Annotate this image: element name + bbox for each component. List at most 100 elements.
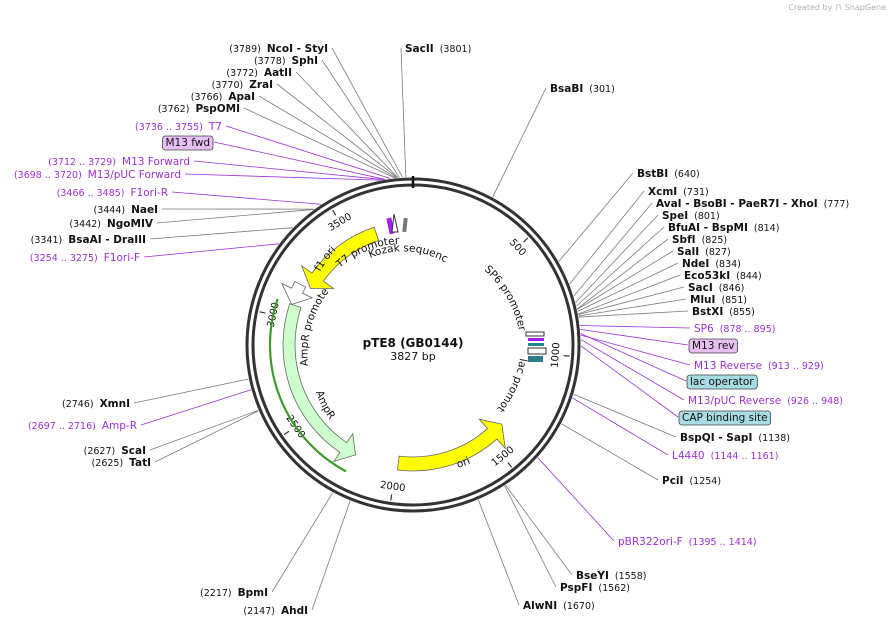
m13rev-name: M13 rev: [692, 340, 735, 352]
avai-name: BsoBI: [693, 198, 726, 210]
svg-text:(2625)TatI: (2625)TatI: [92, 457, 151, 469]
bsabi-label[interactable]: BsaBI(301): [550, 83, 615, 95]
pcii-label[interactable]: PciI(1254): [662, 475, 721, 487]
f1-ori-arc: [300, 226, 380, 289]
bseyi-label[interactable]: BseYI(1558): [576, 570, 646, 582]
lac-operator-mark: [528, 343, 544, 346]
sp6-label[interactable]: SP6(878 .. 895): [694, 323, 775, 335]
sbfi-label[interactable]: SbfI(825): [672, 234, 727, 246]
eco53ki-label[interactable]: Eco53kI(844): [684, 270, 762, 282]
sp6-name: SP6: [694, 323, 714, 335]
ncoi-label[interactable]: (3789)NcoI - StyI: [229, 43, 328, 55]
xcmi-label[interactable]: XcmI(731): [648, 186, 709, 198]
aatii-position: (3772): [226, 68, 258, 79]
m13forward-label[interactable]: (3712 .. 3729) M13 Forward: [48, 156, 190, 168]
lacoperator-label[interactable]: lac operator: [686, 374, 758, 390]
ncoi-position: (3789): [229, 44, 261, 55]
ncoi-name: NcoI: [267, 43, 293, 55]
saci-label[interactable]: SacI(846): [688, 282, 744, 294]
sphi-name: SphI: [292, 55, 318, 67]
bspqi-label[interactable]: BspQI - SapI(1138): [680, 432, 790, 444]
l4440-leader: [572, 397, 669, 456]
tick-mark: [283, 430, 290, 436]
apai-label[interactable]: (3766)ApaI: [191, 91, 255, 103]
capsite-label[interactable]: CAP binding site: [678, 410, 772, 426]
sacii-label[interactable]: SacII(3801): [405, 43, 471, 55]
aatii-label[interactable]: (3772)AatII: [226, 67, 292, 79]
m13reverse-label[interactable]: M13 Reverse(913 .. 929): [694, 360, 824, 372]
sali-label[interactable]: SalI(827): [677, 246, 731, 258]
tati-label[interactable]: (2625)TatI: [92, 457, 151, 469]
mlui-label[interactable]: MluI(851): [690, 294, 747, 306]
ndei-label[interactable]: NdeI(834): [682, 258, 741, 270]
svg-text:SpeI(801): SpeI(801): [662, 210, 720, 222]
sphi-label[interactable]: (3778) SphI: [254, 55, 318, 67]
ori-arc: [396, 418, 506, 472]
m13fwd-label[interactable]: M13 fwd: [162, 135, 214, 151]
bstxi-position: (855): [729, 307, 755, 318]
alwni-label[interactable]: AlwNI(1670): [523, 600, 595, 612]
bfuai-name: BspMI: [712, 222, 748, 234]
svg-text:(3772)AatII: (3772)AatII: [226, 67, 292, 79]
f1orif-label[interactable]: (3254 .. 3275)F1ori-F: [30, 252, 140, 264]
m13pucreverse-label[interactable]: M13/pUC Reverse(926 .. 948): [688, 395, 843, 407]
svg-text:BspQI - SapI(1138): BspQI - SapI(1138): [680, 432, 790, 444]
pspomi-label[interactable]: (3762)PspOMI: [158, 103, 240, 115]
cap-site-mark: [528, 356, 543, 362]
zrai-label[interactable]: (3770)ZraI: [212, 79, 273, 91]
scai-label[interactable]: (2627)ScaI: [84, 445, 146, 457]
mcs-features: [386, 213, 547, 362]
l4440-name: L4440: [672, 450, 705, 462]
t7-name: T7: [208, 121, 222, 133]
ahdi-label[interactable]: (2147)AhdI: [243, 605, 308, 617]
f1orif-leader: [143, 243, 279, 258]
pspfi-label[interactable]: PspFI(1562): [560, 582, 630, 594]
bseyi-leader: [505, 484, 573, 576]
pbr322orif-label[interactable]: pBR322ori-F(1395 .. 1414): [618, 536, 757, 548]
kozak-label: Kozak sequence: [0, 0, 450, 265]
xmni-label[interactable]: (2746)XmnI: [62, 398, 130, 410]
l4440-position: (1144 .. 1161): [711, 451, 779, 462]
bpmi-label[interactable]: (2217)BpmI: [200, 587, 268, 599]
l4440-label[interactable]: L4440 (1144 .. 1161): [672, 450, 778, 462]
tick-label: 1000: [550, 342, 563, 368]
spei-label[interactable]: SpeI(801): [662, 210, 720, 222]
ndei-leader: [577, 262, 679, 312]
ngomiv-label[interactable]: (3442)NgoMIV: [69, 218, 153, 230]
m13rev-leader: [580, 328, 689, 346]
svg-text:(3444)NaeI: (3444)NaeI: [94, 204, 159, 216]
tati-leader: [154, 410, 259, 463]
bsaai-label[interactable]: (3341)BsaAI - DraIII: [31, 234, 146, 246]
m13forward-position: (3712 .. 3729): [48, 157, 116, 168]
svg-text:(2627)ScaI: (2627)ScaI: [84, 445, 146, 457]
apai-name: ApaI: [228, 91, 255, 103]
m13forward-name: M13 Forward: [122, 156, 190, 168]
svg-text:M13 rev: M13 rev: [692, 340, 735, 352]
sali-name: SalI: [677, 246, 699, 258]
kozak-mark: [402, 217, 408, 233]
alwni-position: (1670): [563, 601, 595, 612]
zrai-leader: [276, 83, 398, 179]
f1orir-label[interactable]: (3466 .. 3485)F1ori-R: [57, 187, 168, 199]
nael-label[interactable]: (3444)NaeI: [94, 204, 159, 216]
bfuai-label[interactable]: BfuAI - BspMI(814): [668, 222, 779, 234]
m13pucforward-leader: [184, 173, 381, 181]
eco53ki-leader: [577, 274, 681, 315]
ampr-label[interactable]: (2697 .. 2716)Amp-R: [28, 420, 137, 432]
bstxi-label[interactable]: BstXI(855): [692, 306, 755, 318]
svg-text:(3770)ZraI: (3770)ZraI: [212, 79, 273, 91]
m13pucforward-label[interactable]: (3698 .. 3720)M13/pUC Forward: [14, 169, 181, 181]
plasmid-length: 3827 bp: [390, 350, 435, 363]
avai-label[interactable]: AvaI - BsoBI - PaeR7I - XhoI(777): [656, 198, 849, 210]
bfuai-name: BfuAI: [668, 222, 700, 234]
t7-label[interactable]: (3736 .. 3755)T7: [135, 121, 222, 133]
tati-name: TatI: [129, 457, 151, 469]
m13pucforward-name: M13/pUC Forward: [88, 169, 181, 181]
svg-text:SacI(846): SacI(846): [688, 282, 744, 294]
bstbi-label[interactable]: BstBI(640): [637, 168, 700, 180]
lacoperator-leader: [580, 333, 687, 382]
sphi-position: (3778): [254, 56, 286, 67]
pbr322orif-name: pBR322ori-F: [618, 536, 683, 548]
eco53ki-name: Eco53kI: [684, 270, 730, 282]
m13rev-label[interactable]: M13 rev: [688, 338, 738, 354]
